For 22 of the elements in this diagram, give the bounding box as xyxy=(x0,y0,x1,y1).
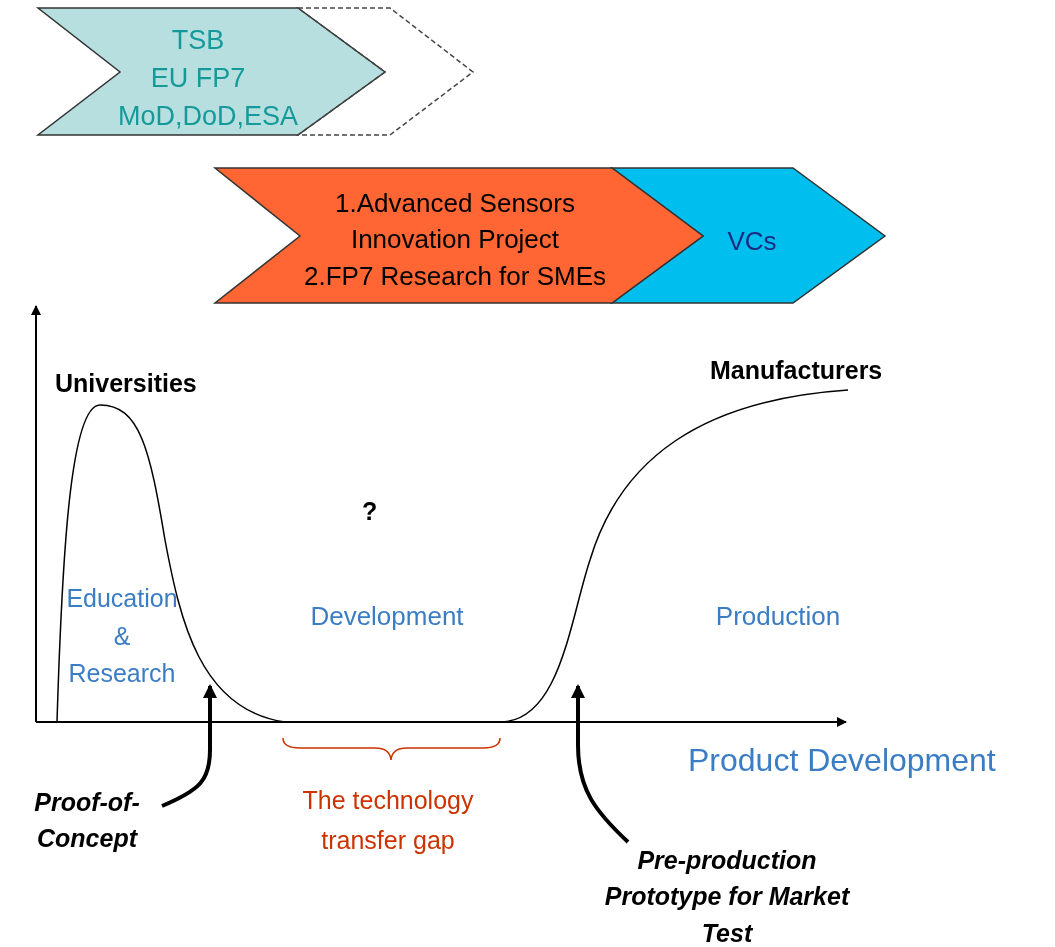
callout-text: Pre-production Prototype for Market Test xyxy=(603,845,851,947)
axis-label: Product Development xyxy=(688,741,997,780)
chevron-label: MoD,DoD,ESA xyxy=(116,99,300,133)
callout-text: Proof-of-Concept xyxy=(33,787,141,855)
chevron-label: TSB xyxy=(170,24,226,57)
chevron-outline xyxy=(298,8,474,136)
chevron-banner xyxy=(215,168,704,304)
heading-text: Universities xyxy=(55,368,198,399)
question-mark: ? xyxy=(362,496,379,527)
stage-label: Production xyxy=(714,600,842,633)
curved-arrow xyxy=(161,684,217,808)
chevron-banner xyxy=(38,8,385,136)
stage-label: Education & Research xyxy=(65,583,179,689)
chevron-label: VCs xyxy=(726,225,778,258)
chevron-label: EU FP7 xyxy=(149,61,247,95)
chevron-label: 2.FP7 Research for SMEs xyxy=(303,259,607,293)
chevron-label: 1.Advanced Sensors Innovation Project xyxy=(334,187,576,257)
stage-label: Development xyxy=(309,600,465,633)
heading-text: Manufacturers xyxy=(710,355,884,386)
curved-arrow xyxy=(571,684,630,844)
gap-label: The technology transfer gap xyxy=(301,785,475,856)
chevron-banner xyxy=(612,168,886,304)
